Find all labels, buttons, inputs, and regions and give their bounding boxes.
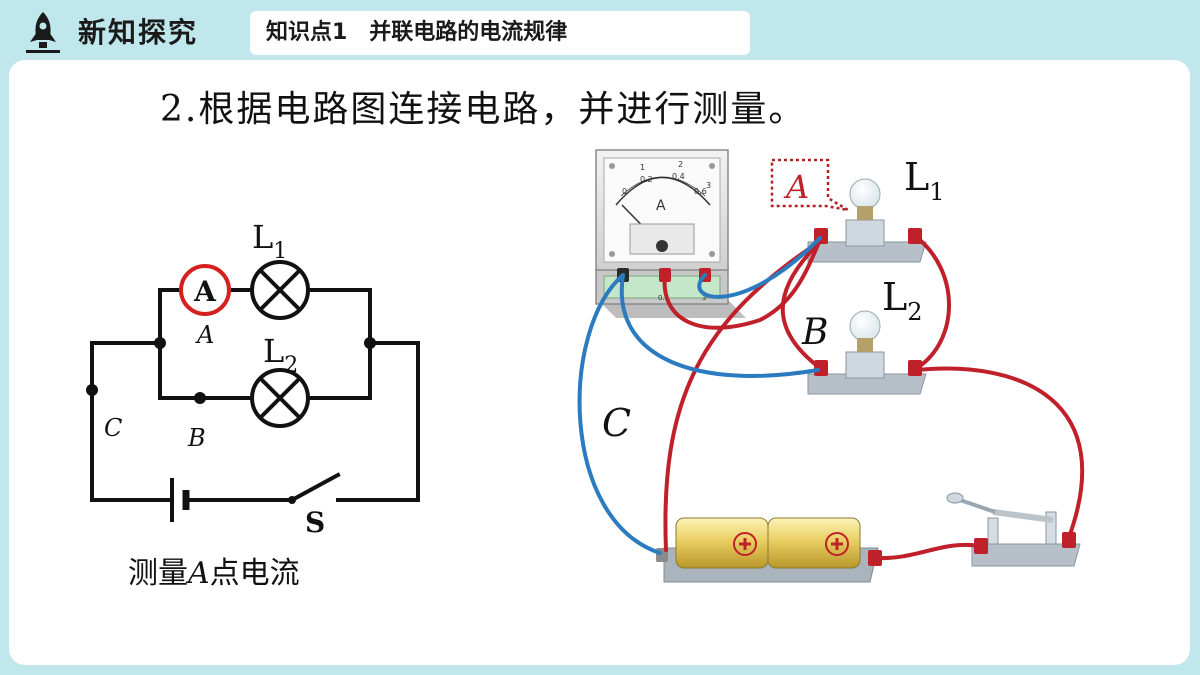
- knife-switch: [946, 492, 1081, 567]
- ammeter-label: A: [193, 275, 217, 308]
- lamp-l1-label: L1: [252, 218, 287, 264]
- lamp-l2-symbol: [250, 368, 310, 428]
- meter-symbol: A: [656, 198, 666, 214]
- junction-dot: [364, 337, 376, 349]
- topic-box: 知识点1 并联电路的电流规律: [250, 11, 750, 55]
- lamp-l2-label: L2: [263, 332, 298, 378]
- meter-scale-label: 0.6: [694, 187, 707, 196]
- point-a-callout: [770, 158, 849, 212]
- callout-a-label: A: [783, 168, 809, 206]
- ammeter-device: [595, 149, 746, 318]
- point-b-label: B: [187, 424, 206, 452]
- topic-title: 知识点1 并联电路的电流规律: [266, 20, 568, 45]
- rocket-icon: [26, 12, 60, 53]
- lamp-l1-board: [807, 178, 927, 263]
- meter-scale-label: 2: [678, 160, 683, 169]
- switch-label: S: [305, 506, 325, 539]
- caption-point: A: [188, 556, 210, 591]
- apparatus-point-b-label: B: [801, 312, 828, 353]
- meter-scale-label: 0.4: [672, 172, 685, 181]
- section-title: 新知探究: [78, 16, 199, 49]
- blue-wires: [577, 236, 822, 555]
- caption-prefix: 测量: [128, 556, 188, 591]
- lamp-l1-symbol: [250, 260, 310, 320]
- point-a-label: A: [195, 321, 214, 349]
- junction-dot: [154, 337, 166, 349]
- terminal-label: 3: [702, 294, 706, 302]
- meter-scale-label: 1: [640, 163, 645, 172]
- switch-pivot: [288, 496, 296, 504]
- instruction-text: 2.根据电路图连接电路，并进行测量。: [160, 89, 807, 130]
- ammeter-symbol: A: [179, 264, 231, 316]
- caption: 测量A点电流: [128, 552, 300, 596]
- caption-suffix: 点电流: [209, 556, 300, 591]
- meter-scale-label: 0.2: [640, 175, 653, 184]
- apparatus-l2-label: L2: [882, 275, 923, 326]
- meter-scale-label: 0: [622, 187, 627, 196]
- apparatus-l1-label: L1: [904, 155, 945, 206]
- meter-scale-label: 3: [706, 181, 711, 190]
- point-c-label: C: [104, 414, 122, 442]
- battery-holder: [656, 517, 882, 583]
- point-b-dot: [194, 392, 206, 404]
- terminal-label: 0.6: [658, 294, 670, 302]
- apparatus-point-c-label: C: [602, 401, 631, 445]
- point-c-dot: [86, 384, 98, 396]
